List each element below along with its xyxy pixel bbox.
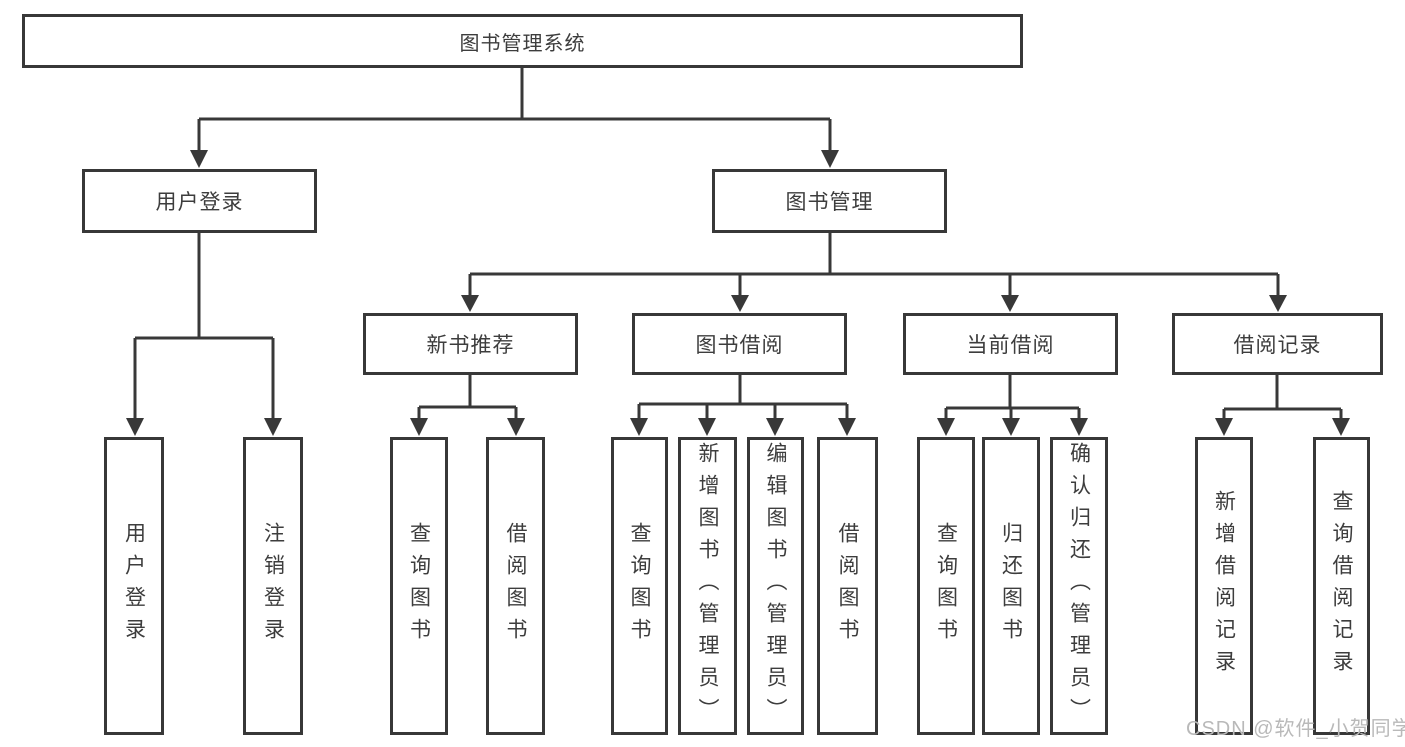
node-label: 新书推荐 (426, 334, 515, 357)
node-borrowing-records: 借阅记录 (1172, 313, 1383, 375)
node-label: 查询图书 (628, 522, 651, 650)
node-label: 借阅图书 (504, 522, 527, 650)
node-new-book-recommendation: 新书推荐 (363, 313, 578, 375)
leaf-borrow-books-borrowing: 借阅图书 (817, 437, 878, 735)
node-label: 确认归还（管理员） (1067, 442, 1091, 730)
node-label: 编辑图书（管理员） (764, 442, 787, 730)
node-label: 注销登录 (261, 522, 285, 650)
node-label: 用户登录 (155, 191, 244, 214)
node-user-login: 用户登录 (82, 169, 317, 233)
node-label: 当前借阅 (966, 334, 1055, 357)
leaf-add-borrow-record: 新增借阅记录 (1195, 437, 1253, 735)
leaf-add-books-admin: 新增图书（管理员） (678, 437, 737, 735)
leaf-logout: 注销登录 (243, 437, 303, 735)
node-book-management: 图书管理 (712, 169, 947, 233)
node-label: 借阅图书 (836, 522, 859, 650)
node-label: 图书借阅 (695, 334, 784, 357)
node-label: 查询图书 (407, 522, 431, 650)
node-label: 借阅记录 (1233, 334, 1322, 357)
leaf-query-books-current: 查询图书 (917, 437, 975, 735)
node-label: 用户登录 (122, 522, 146, 650)
node-book-borrowing: 图书借阅 (632, 313, 847, 375)
node-current-borrowing: 当前借阅 (903, 313, 1118, 375)
leaf-query-borrow-record: 查询借阅记录 (1313, 437, 1370, 735)
leaf-user-login: 用户登录 (104, 437, 164, 735)
arrowheads (126, 150, 1350, 436)
node-label: 图书管理系统 (459, 32, 586, 55)
node-label: 新增图书（管理员） (696, 442, 719, 730)
node-label: 新增借阅记录 (1212, 490, 1236, 682)
leaf-query-books-borrowing: 查询图书 (611, 437, 668, 735)
node-label: 归还图书 (999, 522, 1023, 650)
leaf-return-books: 归还图书 (982, 437, 1040, 735)
node-label: 图书管理 (785, 191, 874, 214)
csdn-watermark: CSDN @软件_小贺同学 (1186, 718, 1405, 740)
leaf-confirm-return-admin: 确认归还（管理员） (1050, 437, 1108, 735)
node-library-management-system: 图书管理系统 (22, 14, 1023, 68)
leaf-query-books-newrec: 查询图书 (390, 437, 448, 735)
leaf-borrow-books-newrec: 借阅图书 (486, 437, 545, 735)
node-label: 查询图书 (934, 522, 958, 650)
node-label: 查询借阅记录 (1330, 490, 1353, 682)
leaf-edit-books-admin: 编辑图书（管理员） (747, 437, 804, 735)
